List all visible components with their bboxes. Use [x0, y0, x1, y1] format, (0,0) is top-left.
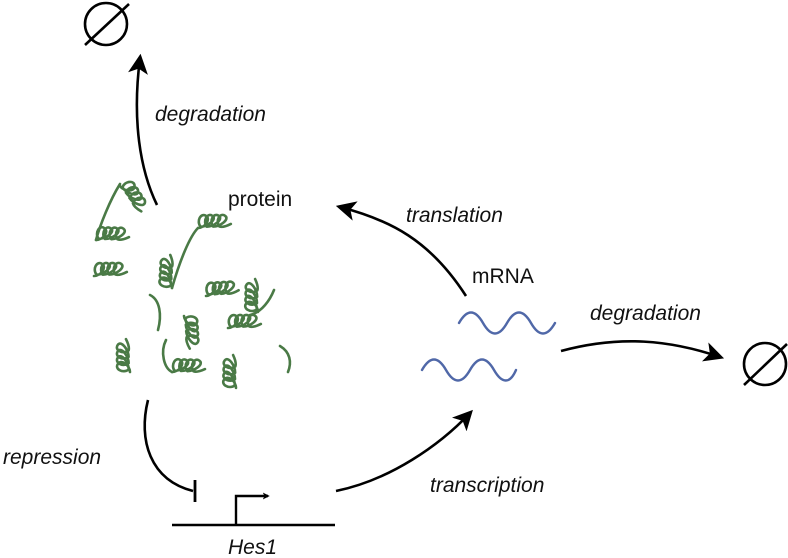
- mrna-icon: [420, 311, 557, 382]
- translation-arrow: [335, 201, 468, 297]
- protein-degradation-label: degradation: [155, 103, 266, 126]
- gene-label: Hes1: [228, 536, 277, 558]
- protein-icon: [91, 177, 292, 391]
- repression-label: repression: [3, 446, 101, 469]
- translation-label: translation: [406, 204, 503, 227]
- hes1-gene: [172, 492, 335, 527]
- transcription-label: transcription: [430, 474, 544, 497]
- mrna-sink-empty-set-icon: [742, 341, 788, 387]
- mrna-degradation-arrow: [560, 340, 725, 362]
- protein-label: protein: [228, 188, 292, 211]
- protein-sink-empty-set-icon: [83, 1, 130, 47]
- repression-inhibition-arrow: [143, 399, 194, 493]
- mrna-label: mRNA: [472, 265, 534, 288]
- protein-degradation-arrow: [128, 53, 159, 206]
- mrna-degradation-label: degradation: [590, 302, 701, 325]
- promoter-arrow-icon: [234, 492, 270, 525]
- transcription-arrow: [335, 409, 473, 493]
